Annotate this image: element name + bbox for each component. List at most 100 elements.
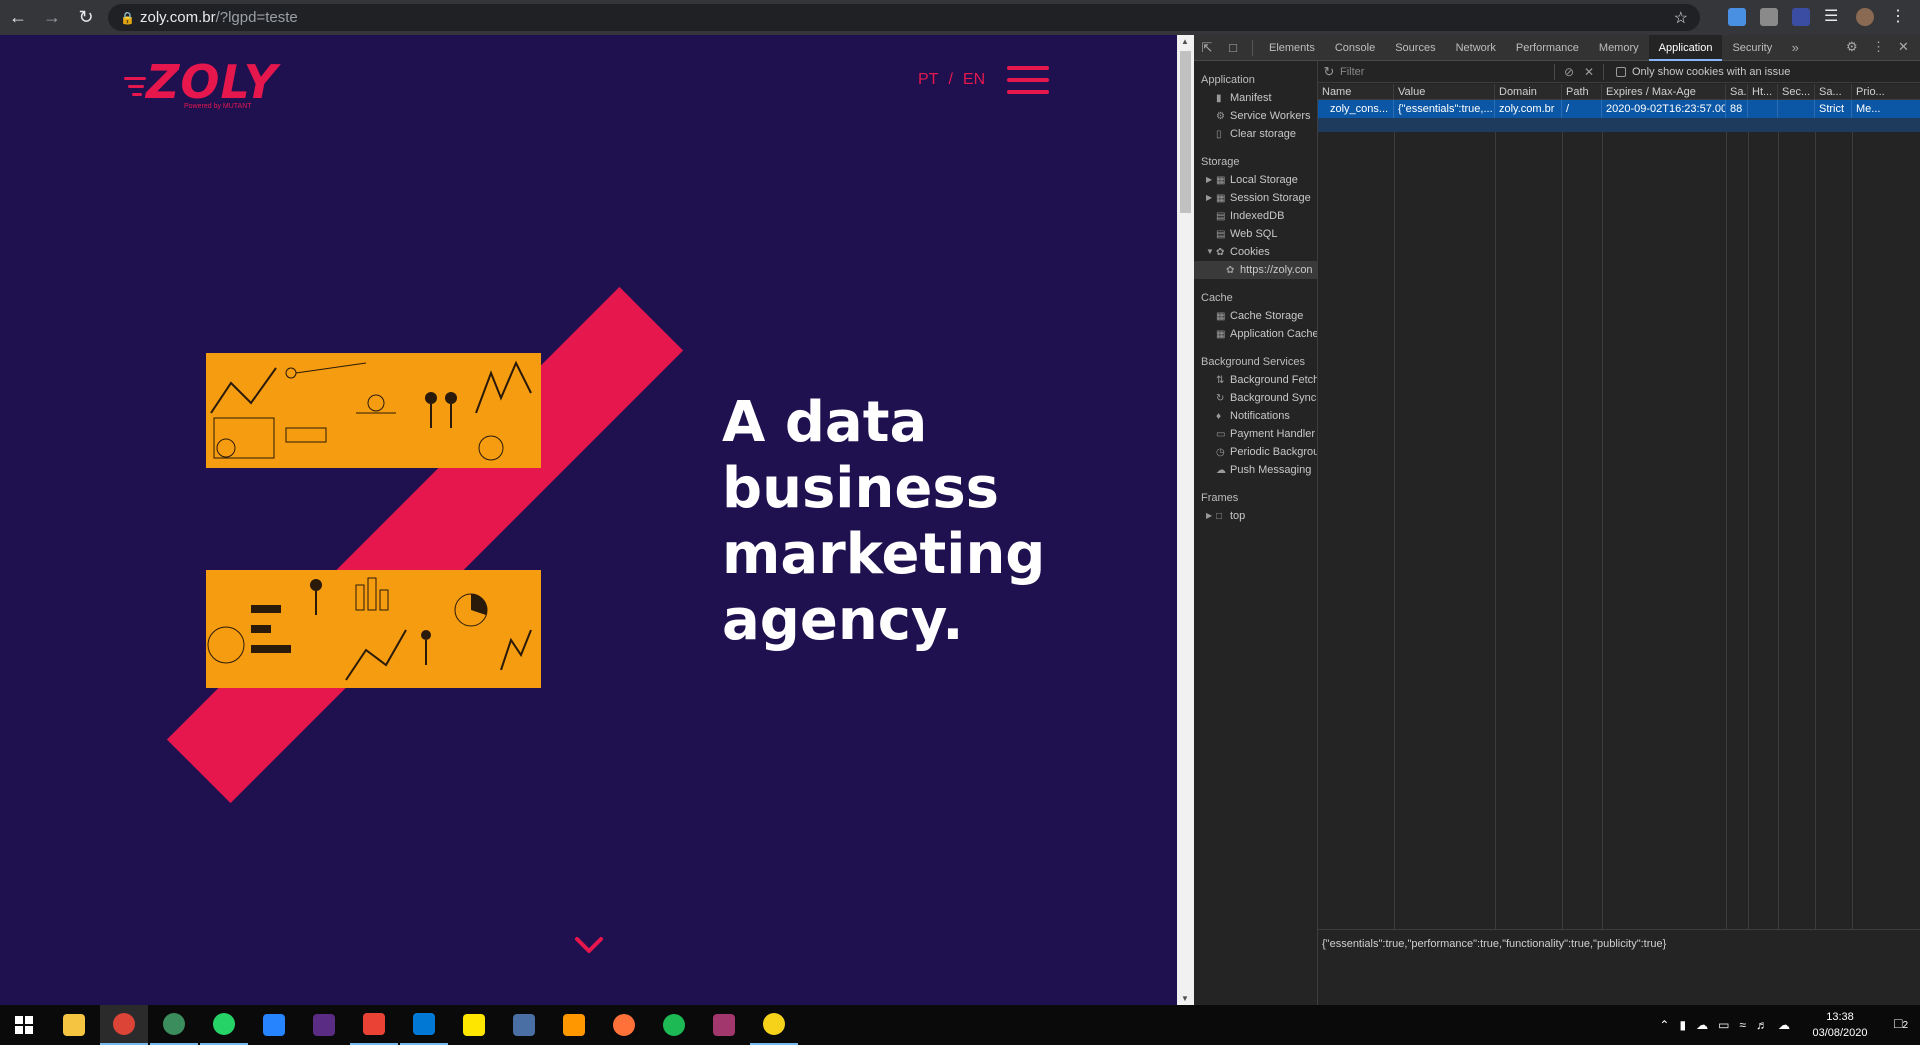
sidebar-item-push-messaging[interactable]: ☁Push Messaging: [1194, 461, 1317, 479]
lang-pt-link[interactable]: PT: [918, 71, 939, 88]
column-header-path[interactable]: Path: [1562, 84, 1602, 99]
spotify-icon[interactable]: [650, 1005, 698, 1045]
sidebar-item-indexeddb[interactable]: ▤IndexedDB: [1194, 207, 1317, 225]
sourcetree-icon[interactable]: [250, 1005, 298, 1045]
scrollbar-thumb[interactable]: [1180, 51, 1191, 213]
inspect-element-icon[interactable]: ⇱: [1201, 39, 1213, 55]
calculator-icon[interactable]: [500, 1005, 548, 1045]
column-header-value[interactable]: Value: [1394, 84, 1495, 99]
column-header-size[interactable]: Sa...: [1726, 84, 1748, 99]
puzzle-icon[interactable]: ☰: [1824, 8, 1839, 25]
file-explorer-icon[interactable]: [50, 1005, 98, 1045]
profile-avatar[interactable]: [1856, 8, 1874, 26]
more-tabs-icon[interactable]: »: [1791, 40, 1799, 55]
table-row[interactable]: zoly_cons... {"essentials":true,... zoly…: [1318, 100, 1920, 118]
network-status-icon[interactable]: ☁: [1696, 1018, 1709, 1032]
sidebar-item-session-storage[interactable]: ▶▦Session Storage: [1194, 189, 1317, 207]
only-issues-checkbox[interactable]: [1616, 66, 1626, 77]
vscode-icon[interactable]: [400, 1005, 448, 1045]
notification-center-icon[interactable]: □2: [1893, 1015, 1908, 1031]
chrome-icon[interactable]: [100, 1005, 148, 1045]
cookie-filter-input[interactable]: [1340, 63, 1550, 80]
extension-icon-3[interactable]: [1792, 8, 1810, 26]
close-devtools-icon[interactable]: ✕: [1898, 39, 1909, 54]
tab-memory[interactable]: Memory: [1598, 41, 1639, 54]
expand-triangle-icon[interactable]: ▶: [1206, 511, 1213, 520]
tab-sources[interactable]: Sources: [1395, 41, 1436, 54]
scroll-up-arrow-icon[interactable]: ▲: [1181, 37, 1189, 46]
windows-taskbar: ⌃ ▮ ☁ ▭ ≈ ♬ ☁ 13:38 03/08/2020 □2: [0, 1005, 1920, 1045]
wifi-icon[interactable]: ≈: [1739, 1018, 1746, 1032]
column-header-expires[interactable]: Expires / Max-Age: [1602, 84, 1726, 99]
volume-icon[interactable]: ♬: [1756, 1018, 1768, 1032]
column-header-priority[interactable]: Prio...: [1856, 86, 1885, 98]
clear-all-icon[interactable]: ⊘: [1563, 64, 1575, 79]
device-toolbar-icon[interactable]: □: [1229, 40, 1237, 55]
battery-icon[interactable]: ▭: [1718, 1018, 1730, 1032]
sidebar-item-manifest[interactable]: ▮Manifest: [1194, 89, 1317, 107]
chevron-up-icon[interactable]: ⌃: [1659, 1018, 1670, 1032]
column-header-samesite[interactable]: Sa...: [1815, 84, 1852, 99]
onedrive-icon[interactable]: ☁: [1778, 1018, 1790, 1032]
logo-speed-line: [124, 77, 146, 80]
zoly-logo[interactable]: ZOLY Powered by MUTANT: [124, 55, 284, 111]
tab-application[interactable]: Application: [1648, 34, 1723, 61]
sidebar-item-payment-handler[interactable]: ▭Payment Handler: [1194, 425, 1317, 443]
sidebar-item-application-cache[interactable]: ▦Application Cache: [1194, 325, 1317, 343]
devtools-kebab-icon[interactable]: ⋮: [1872, 39, 1885, 54]
refresh-icon[interactable]: ↻: [1323, 63, 1335, 79]
expand-triangle-icon[interactable]: ▶: [1206, 175, 1213, 184]
tab-performance[interactable]: Performance: [1515, 41, 1579, 54]
sublime-text-icon[interactable]: [550, 1005, 598, 1045]
sidebar-item-cache-storage[interactable]: ▦Cache Storage: [1194, 307, 1317, 325]
extension-icon-1[interactable]: [1728, 8, 1746, 26]
sidebar-item-notifications[interactable]: ♦Notifications: [1194, 407, 1317, 425]
app-icon-yellow[interactable]: [750, 1005, 798, 1045]
tab-elements[interactable]: Elements: [1269, 41, 1315, 54]
taskbar-clock[interactable]: 13:38 03/08/2020: [1808, 1009, 1872, 1041]
address-bar[interactable]: 🔒 zoly.com.br /?lgpd=teste ☆: [108, 4, 1700, 31]
column-header-secure[interactable]: Sec...: [1778, 84, 1815, 99]
reload-icon[interactable]: ↻: [78, 7, 94, 27]
sidebar-item-periodic-background-sync[interactable]: ◷Periodic Backgrou: [1194, 443, 1317, 461]
app-icon-purple[interactable]: [300, 1005, 348, 1045]
sticky-notes-icon[interactable]: [450, 1005, 498, 1045]
sidebar-item-service-workers[interactable]: ⚙Service Workers: [1194, 107, 1317, 125]
lang-en-link[interactable]: EN: [962, 71, 986, 88]
winrar-icon[interactable]: [700, 1005, 748, 1045]
column-header-httponly[interactable]: Ht...: [1748, 84, 1778, 99]
kebab-menu-icon[interactable]: ⋮: [1890, 8, 1906, 25]
gear-icon[interactable]: ⚙: [1846, 39, 1858, 54]
chrome-profile-icon[interactable]: [150, 1005, 198, 1045]
sidebar-item-cookie-origin[interactable]: ✿https://zoly.con: [1194, 261, 1317, 279]
tab-console[interactable]: Console: [1334, 41, 1376, 54]
column-header-name[interactable]: Name: [1318, 84, 1394, 99]
sidebar-item-background-fetch[interactable]: ⇅Background Fetch: [1194, 371, 1317, 389]
chevron-down-icon[interactable]: [574, 935, 604, 955]
usb-icon[interactable]: ▮: [1679, 1018, 1687, 1032]
sidebar-item-local-storage[interactable]: ▶▦Local Storage: [1194, 171, 1317, 189]
sidebar-item-clear-storage[interactable]: ▯Clear storage: [1194, 125, 1317, 143]
tab-security[interactable]: Security: [1732, 41, 1773, 54]
hamburger-menu-icon[interactable]: [1007, 66, 1049, 96]
delete-selected-icon[interactable]: ✕: [1583, 64, 1595, 79]
expand-triangle-icon[interactable]: ▶: [1206, 193, 1213, 202]
sidebar-item-frame-top[interactable]: ▶□top: [1194, 507, 1317, 525]
sidebar-item-cookies[interactable]: ▼✿Cookies: [1194, 243, 1317, 261]
sidebar-item-web-sql[interactable]: ▤Web SQL: [1194, 225, 1317, 243]
firefox-icon[interactable]: [600, 1005, 648, 1045]
collapse-triangle-icon[interactable]: ▼: [1206, 247, 1214, 256]
tab-network[interactable]: Network: [1455, 41, 1496, 54]
back-icon[interactable]: ←: [9, 7, 27, 27]
page-scrollbar[interactable]: ▲ ▼: [1177, 35, 1194, 1005]
windows-start-icon[interactable]: [0, 1005, 48, 1045]
bookmark-star-icon[interactable]: ☆: [1673, 10, 1688, 27]
forward-icon[interactable]: →: [43, 7, 61, 27]
column-header-domain[interactable]: Domain: [1495, 84, 1562, 99]
whatsapp-icon[interactable]: [200, 1005, 248, 1045]
scroll-down-arrow-icon[interactable]: ▼: [1181, 994, 1189, 1003]
cookies-table: Name Value Domain Path Expires / Max-Age…: [1318, 84, 1920, 929]
sidebar-item-background-sync[interactable]: ↻Background Sync: [1194, 389, 1317, 407]
gmail-icon[interactable]: [350, 1005, 398, 1045]
extension-icon-2[interactable]: [1760, 8, 1778, 26]
